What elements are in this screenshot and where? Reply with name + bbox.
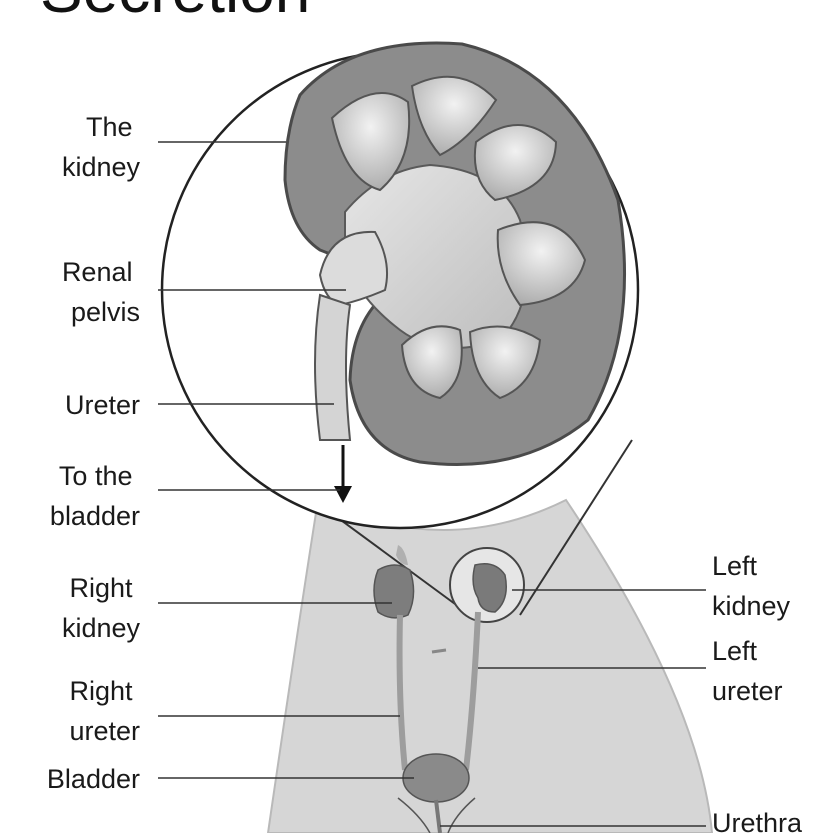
label-urethra: Urethra xyxy=(712,808,803,833)
label-right-ureter: Right ureter xyxy=(69,676,140,746)
label-left-ureter: Left ureter xyxy=(712,636,783,706)
label-bladder: Bladder xyxy=(47,764,140,794)
label-the-kidney: The kidney xyxy=(62,112,141,182)
small-mark xyxy=(432,650,446,652)
label-left-kidney: Left kidney xyxy=(712,551,791,621)
ureter-tube xyxy=(315,295,350,440)
label-to-the-bladder: To the bladder xyxy=(50,461,140,531)
label-renal-pelvis: Renal pelvis xyxy=(62,257,140,327)
label-ureter: Ureter xyxy=(65,390,140,420)
right-kidney-shape xyxy=(374,565,414,618)
label-right-kidney: Right kidney xyxy=(62,573,141,643)
